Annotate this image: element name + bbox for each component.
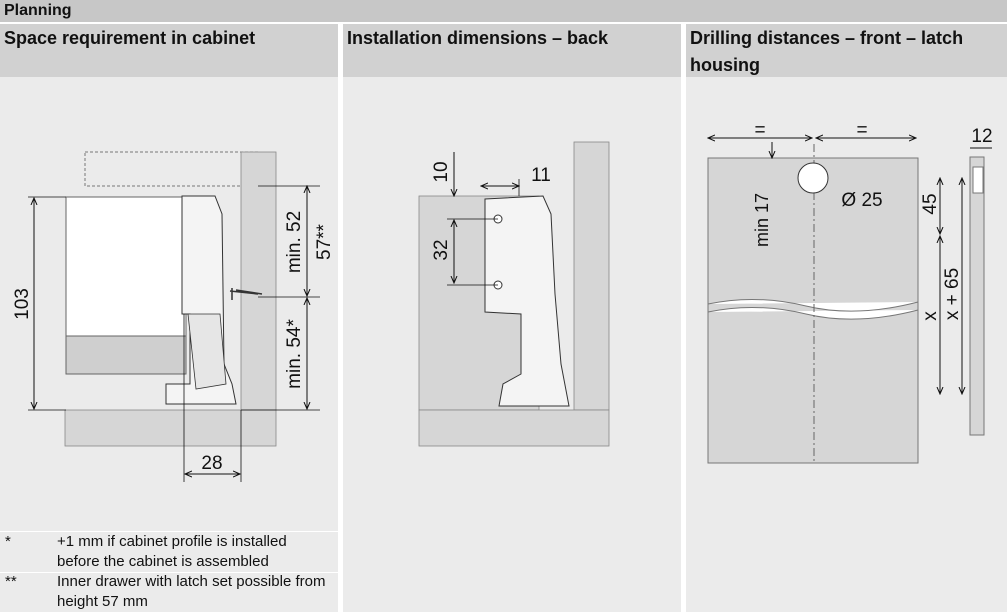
dim-32: 32 <box>431 239 452 260</box>
dim-min17: min 17 <box>752 193 772 247</box>
cabinet-bottom-shelf <box>64 409 277 447</box>
footnote-mark: * <box>5 533 11 550</box>
cabinet-bottom-shelf <box>418 409 610 447</box>
latch-hole <box>797 162 829 194</box>
dim-28: 28 <box>201 453 222 474</box>
dim-eq-right: = <box>856 120 867 141</box>
dim-57: 57** <box>314 223 335 260</box>
dim-x-plus-65: x + 65 <box>942 268 963 320</box>
installation-back-diagram: 10 32 11 <box>418 141 610 447</box>
note-divider <box>0 572 338 573</box>
dim-min52: min. 52 <box>284 211 305 273</box>
dim-diameter-25: Ø 25 <box>841 190 882 211</box>
panel-title: Drilling distances – front – latch housi… <box>686 24 1007 77</box>
dim-12: 12 <box>971 126 992 147</box>
back-bracket <box>484 195 570 407</box>
footnote-text: +1 mm if cabinet profile is installed be… <box>57 533 287 570</box>
dashed-shelf <box>84 151 259 187</box>
space-requirement-diagram: 103 min. 52 57** min. 54* 28 <box>12 151 335 482</box>
panel-drilling-distances: Drilling distances – front – latch housi… <box>686 24 1007 612</box>
drawer-lower-strip <box>65 335 187 375</box>
screw <box>229 288 263 300</box>
panel-installation-back: Installation dimensions – back 10 32 11 <box>343 24 681 612</box>
dim-11: 11 <box>531 165 551 186</box>
break-line <box>707 299 919 320</box>
panel-title: Installation dimensions – back <box>343 24 681 77</box>
dim-eq-left: = <box>754 120 765 141</box>
side-profile <box>969 156 985 436</box>
section-title: Planning <box>0 0 1007 22</box>
dim-min54: min. 54* <box>284 319 305 389</box>
dim-45: 45 <box>920 193 941 214</box>
dim-103: 103 <box>12 288 33 320</box>
drilling-distances-diagram: = = 12 min 17 Ø 25 45 x x + 65 <box>686 120 993 464</box>
footnote-mark: ** <box>5 573 17 590</box>
dim-10: 10 <box>431 161 452 182</box>
cabinet-side-wall <box>240 151 277 411</box>
footnote-text: Inner drawer with latch set possible fro… <box>57 573 326 610</box>
panel-space-requirement: Space requirement in cabinet 103 min. 52… <box>0 24 338 612</box>
cabinet-side-wall <box>573 141 610 411</box>
notes-divider <box>0 531 338 532</box>
dim-x: x <box>920 311 941 321</box>
panel-title: Space requirement in cabinet <box>0 24 338 77</box>
